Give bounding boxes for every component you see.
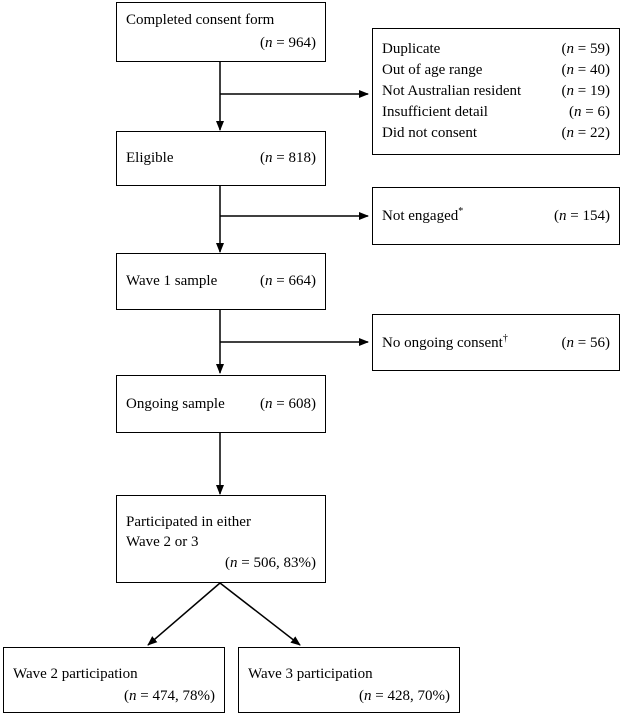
exclusion-duplicate-count: (n = 59) xyxy=(561,41,610,57)
exclusion-detail-count: (n = 6) xyxy=(569,104,610,120)
exclusion-resident-count: (n = 19) xyxy=(561,83,610,99)
exclusion-noconsent-label: Did not consent xyxy=(382,125,477,141)
wave1-label: Wave 1 sample xyxy=(126,273,218,289)
consent-label: Completed consent form xyxy=(126,12,275,28)
not-engaged-label: Not engaged xyxy=(382,208,459,224)
no-consent-box: No ongoing consent† (n = 56) xyxy=(372,314,620,371)
ongoing-box: Ongoing sample (n = 608) xyxy=(116,375,326,433)
wave1-box: Wave 1 sample (n = 664) xyxy=(116,253,326,310)
ongoing-count: (n = 608) xyxy=(260,396,316,412)
exclusion-duplicate-label: Duplicate xyxy=(382,41,441,57)
not-engaged-count: (n = 154) xyxy=(554,208,610,224)
exclusion-box-initial: Duplicate (n = 59) Out of age range (n =… xyxy=(372,28,620,155)
no-consent-label-wrap: No ongoing consent† xyxy=(382,333,508,353)
arrow-to-wave3 xyxy=(219,582,301,646)
exclusion-resident-label: Not Australian resident xyxy=(382,83,522,99)
wave3-count: (n = 428, 70%) xyxy=(359,688,450,704)
wave2-box: Wave 2 participation (n = 474, 78%) xyxy=(3,647,225,713)
wave3-box: Wave 3 participation (n = 428, 70%) xyxy=(238,647,460,713)
exclusion-detail-label: Insufficient detail xyxy=(382,104,488,120)
no-consent-count: (n = 56) xyxy=(561,335,610,351)
no-consent-mark: † xyxy=(502,333,508,344)
consent-count: (n = 964) xyxy=(260,35,316,51)
eligible-count: (n = 818) xyxy=(260,150,316,166)
consent-box: Completed consent form (n = 964) xyxy=(116,2,326,62)
not-engaged-label-wrap: Not engaged* xyxy=(382,206,463,226)
eligible-label: Eligible xyxy=(126,150,174,166)
exclusion-noconsent-count: (n = 22) xyxy=(561,125,610,141)
not-engaged-box: Not engaged* (n = 154) xyxy=(372,187,620,245)
wave2-count: (n = 474, 78%) xyxy=(124,688,215,704)
wave3-label: Wave 3 participation xyxy=(248,666,373,682)
eligible-box: Eligible (n = 818) xyxy=(116,131,326,186)
participated-box: Participated in either Wave 2 or 3 (n = … xyxy=(116,495,326,583)
wave1-count: (n = 664) xyxy=(260,273,316,289)
exclusion-age-label: Out of age range xyxy=(382,62,483,78)
participated-line2: Wave 2 or 3 xyxy=(126,534,199,550)
exclusion-age-count: (n = 40) xyxy=(561,62,610,78)
participated-line1: Participated in either xyxy=(126,514,251,530)
not-engaged-mark: * xyxy=(458,206,464,217)
ongoing-label: Ongoing sample xyxy=(126,396,225,412)
no-consent-label: No ongoing consent xyxy=(382,335,503,351)
participated-count: (n = 506, 83%) xyxy=(225,555,316,571)
wave2-label: Wave 2 participation xyxy=(13,666,138,682)
arrow-to-wave2 xyxy=(147,582,221,646)
